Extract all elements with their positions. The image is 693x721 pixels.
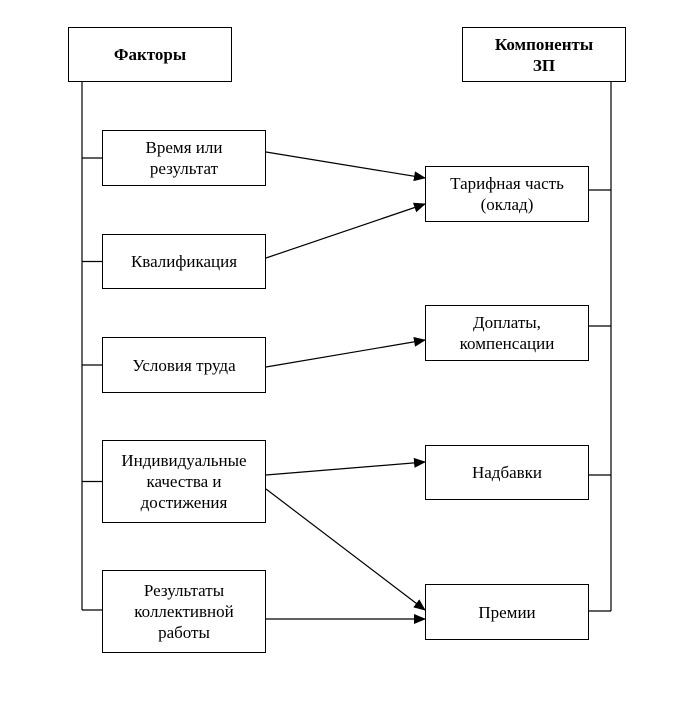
arrow-factor-3-to-component-3 — [265, 488, 426, 611]
factor-individual-qualities: Индивидуальные качества и достижения — [102, 440, 266, 523]
arrow-factor-1-to-component-0 — [265, 202, 426, 259]
factor-working-conditions: Условия труда — [102, 337, 266, 393]
component-surcharges-compensations: Доплаты, компенсации — [425, 305, 589, 361]
factor-collective-results: Результаты коллективной работы — [102, 570, 266, 653]
components-header: Компоненты ЗП — [462, 27, 626, 82]
arrow-factor-3-to-component-2 — [265, 457, 426, 476]
component-bonuses: Премии — [425, 584, 589, 640]
factor-time-or-result: Время или результат — [102, 130, 266, 186]
component-tariff-part: Тарифная часть (оклад) — [425, 166, 589, 222]
arrow-factor-0-to-component-0 — [265, 151, 426, 182]
factor-qualification: Квалификация — [102, 234, 266, 289]
component-allowances: Надбавки — [425, 445, 589, 500]
arrow-factor-2-to-component-1 — [265, 336, 426, 368]
factors-header: Факторы — [68, 27, 232, 82]
